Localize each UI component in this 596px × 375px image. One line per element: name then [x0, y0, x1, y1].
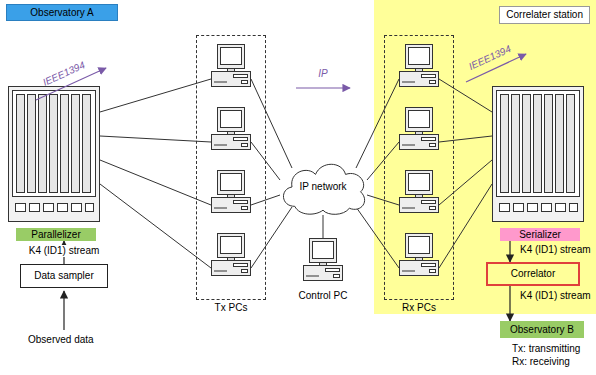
node-text: IP network: [299, 181, 346, 193]
stream-label: K4 (ID1) stream: [518, 290, 593, 302]
control-pc: [304, 239, 343, 281]
node-text: Data sampler: [34, 270, 93, 282]
flow-arrow: [63, 241, 64, 264]
interface-label: IEEE1394: [467, 43, 513, 73]
node-text: Tx PCs: [215, 302, 248, 314]
node-text: Rx PCs: [402, 302, 436, 314]
node-text: Observatory B: [510, 324, 574, 336]
wires: [100, 79, 492, 268]
node-text: Serializer: [519, 229, 561, 241]
pc-group: Tx PCs: [196, 35, 266, 300]
flow-arrow: [296, 87, 350, 88]
station-label: Observatory A: [6, 4, 118, 21]
unit-label: Serializer: [500, 228, 580, 241]
node-text: Observatory A: [30, 7, 93, 19]
left-rack: [9, 87, 100, 222]
node-text: Correlator: [511, 268, 555, 280]
interface-label: IEEE1394: [41, 59, 87, 89]
protocol-label: IP: [318, 68, 327, 80]
unit-label: Parallelizer: [16, 228, 96, 241]
station-label: Observatory B: [500, 321, 584, 338]
node-text: Correlater station: [499, 6, 590, 24]
network-cloud: IP network: [276, 158, 370, 216]
process-box: Data sampler: [20, 264, 108, 288]
right-rack: [493, 87, 584, 222]
flow-arrow: [509, 241, 510, 262]
note: Tx: transmitting: [512, 343, 580, 355]
stream-label: K4 (ID1) stream: [518, 244, 593, 256]
stream-label: K4 (ID1) stream: [27, 245, 102, 257]
flow-arrow: [466, 54, 526, 82]
flow-arrow: [36, 68, 106, 100]
input-label: Observed data: [28, 334, 94, 346]
node-text: Parallelizer: [31, 229, 80, 241]
input-arrow: [63, 291, 64, 330]
process-box: Correlator: [486, 262, 580, 286]
flow-arrow: [509, 286, 510, 321]
device-label: Control PC: [299, 290, 348, 302]
note: Rx: receiving: [512, 356, 570, 368]
pc-group: Rx PCs: [384, 35, 454, 300]
